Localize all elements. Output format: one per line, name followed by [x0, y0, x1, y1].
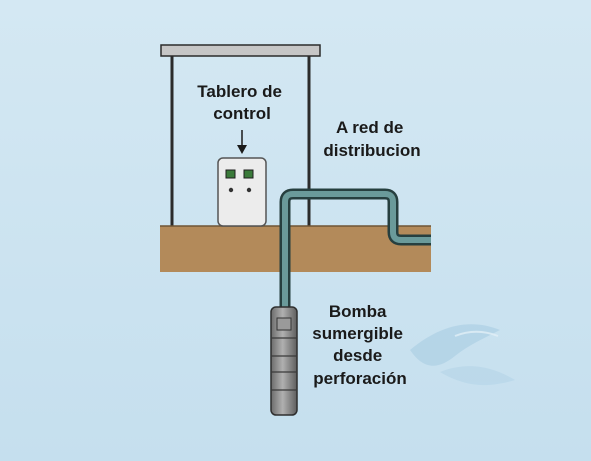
distribution-label-line: A red de	[336, 118, 403, 137]
control-panel-label-line: Tablero de	[197, 82, 282, 101]
distribution-label-line: distribucion	[323, 141, 420, 160]
ground	[160, 226, 431, 272]
submersible-pump	[270, 306, 298, 416]
control-panel-label: Tablero de control	[197, 82, 286, 123]
pump-label: Bomba sumergible desde perforación	[312, 302, 407, 388]
pump-label-line: desde	[333, 346, 382, 365]
control-panel	[217, 157, 267, 227]
pointer-arrow	[237, 130, 247, 154]
panel-button	[228, 187, 234, 193]
indicator-light-right	[243, 169, 254, 179]
pump-label-line: sumergible	[312, 324, 403, 343]
pipe	[279, 188, 431, 316]
shelter-roof	[160, 44, 321, 57]
pump-label-line: perforación	[313, 369, 407, 388]
panel-button	[246, 187, 252, 193]
indicator-light-left	[225, 169, 236, 179]
distribution-label: A red de distribucion	[323, 118, 420, 160]
water-splash-decoration	[410, 324, 515, 386]
control-panel-label-line: control	[213, 104, 271, 123]
pump-label-line: Bomba	[329, 302, 387, 321]
